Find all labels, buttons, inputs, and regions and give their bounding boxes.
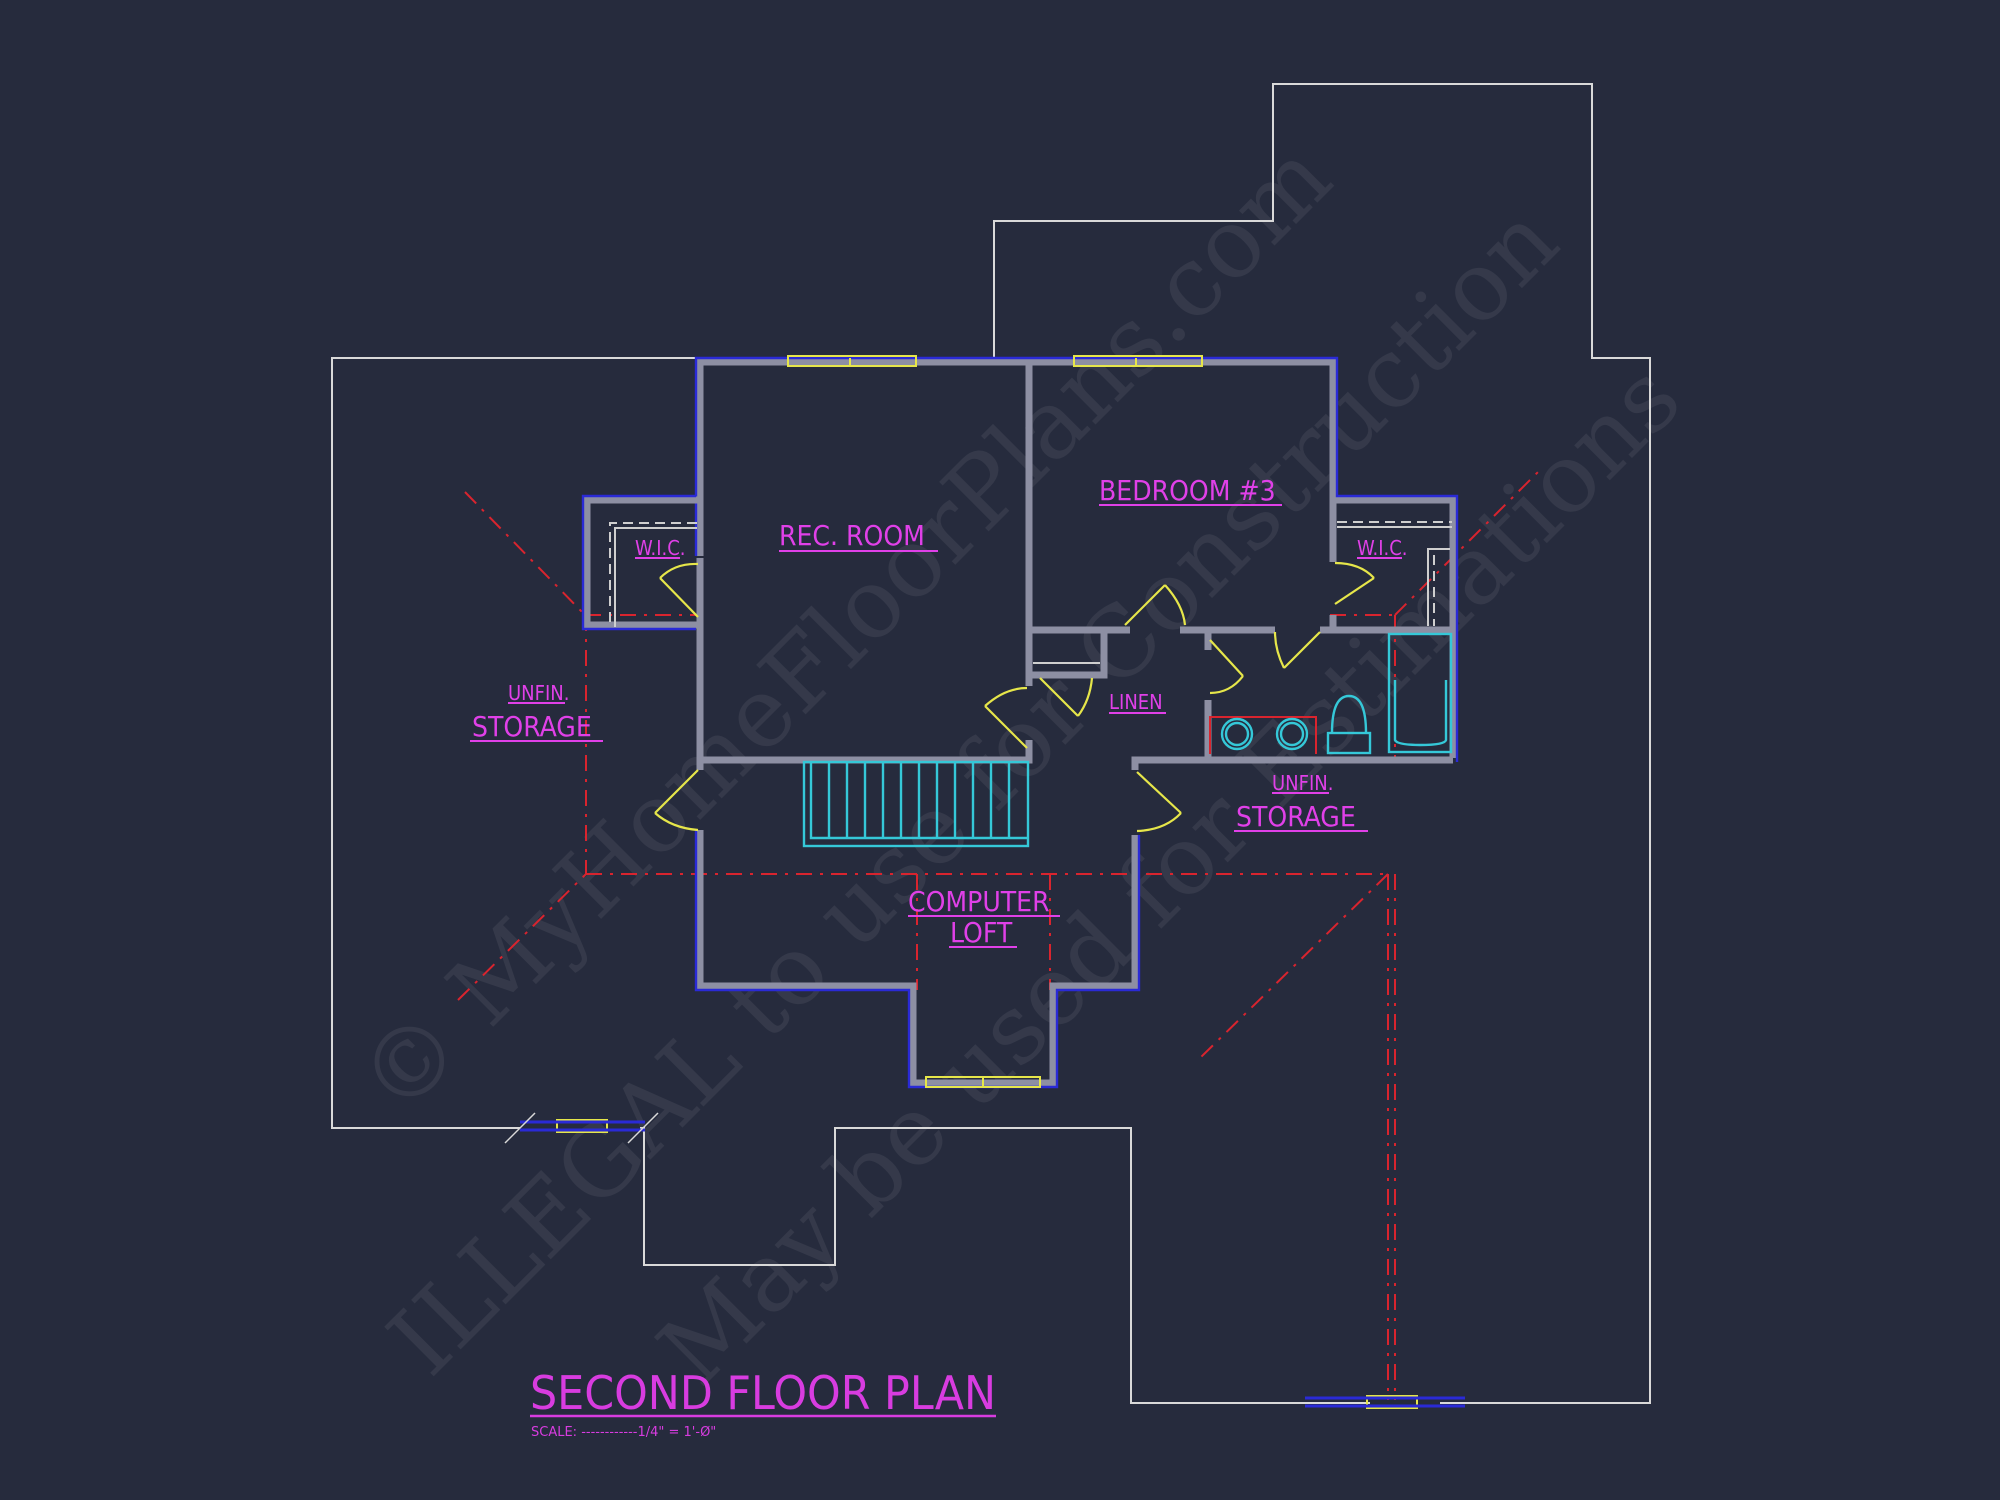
watermark: © MyHomeFloorPlans.com ILLEGAL to use fo…: [337, 121, 1702, 1406]
bathtub-icon: [1387, 632, 1453, 754]
room-labels: REC. ROOM BEDROOM #3 W.I.C. W.I.C. LINEN…: [470, 474, 1408, 949]
closet-shelves: [609, 521, 1452, 664]
title-block: SECOND FLOOR PLAN SCALE: ------------1/4…: [530, 1366, 996, 1440]
label-storage-left: STORAGE: [472, 710, 592, 743]
doors: [654, 561, 1375, 833]
label-bedroom-3: BEDROOM #3: [1099, 474, 1276, 507]
label-rec-room: REC. ROOM: [779, 519, 925, 552]
bathroom-fixtures: [1209, 632, 1453, 755]
label-storage-right: STORAGE: [1236, 800, 1356, 833]
windows: [504, 355, 1465, 1409]
label-wic-left: W.I.C.: [635, 536, 686, 560]
label-storage-right-unfin: UNFIN.: [1272, 771, 1333, 795]
label-wic-right: W.I.C.: [1357, 536, 1408, 560]
label-linen: LINEN: [1109, 690, 1163, 714]
staircase: [802, 760, 1030, 848]
toilet-tank-icon: [1326, 731, 1372, 755]
stair-treads: [827, 762, 1011, 838]
plan-title: SECOND FLOOR PLAN: [530, 1366, 996, 1420]
label-computer-loft-1: COMPUTER: [908, 885, 1050, 918]
label-storage-left-unfin: UNFIN.: [508, 681, 569, 705]
plan-scale: SCALE: ------------1/4" = 1'-Ø": [531, 1425, 716, 1440]
toilet-bowl-icon: [1330, 694, 1368, 734]
roof-outline: [331, 83, 1651, 1404]
label-computer-loft-2: LOFT: [950, 916, 1013, 949]
